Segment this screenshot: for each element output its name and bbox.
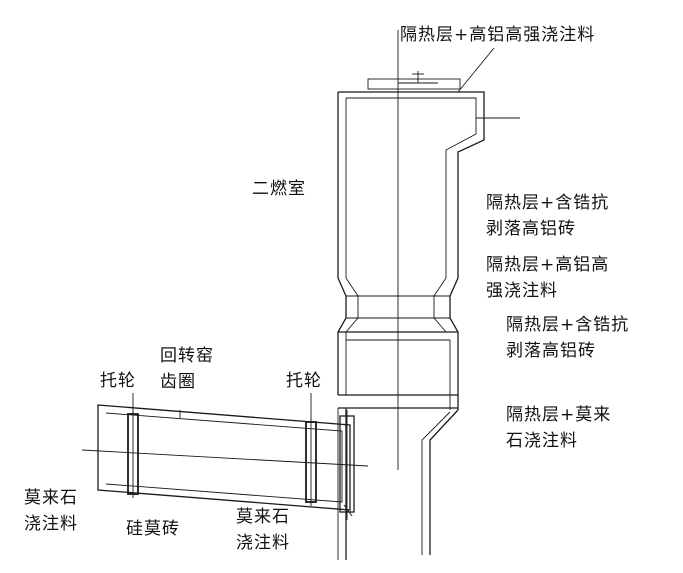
label-upper-lining-line2: 剥落高铝砖 (486, 219, 576, 239)
label-kiln-outlet-line2: 浇注料 (236, 533, 290, 553)
label-kiln-outlet-line1: 莫来石 (236, 507, 290, 527)
label-lower-lining-line2: 石浇注料 (506, 431, 578, 451)
label-kiln-body: 硅莫砖 (126, 519, 180, 539)
label-upper-lining-line1: 隔热层+含锆抗 (486, 193, 610, 213)
label-kiln-inlet-line2: 浇注料 (24, 514, 78, 534)
label-top-lining: 隔热层+高铝高强浇注料 (400, 25, 596, 45)
label-riding-ring-right: 托轮 (286, 371, 322, 391)
label-second-chamber: 二燃室 (252, 179, 306, 199)
label-mid-lining-line1: 隔热层+含锆抗 (506, 315, 630, 335)
label-kiln-gear-line2: 齿圈 (160, 372, 196, 392)
rotary-kiln (81, 393, 369, 520)
secondary-chamber-shell (337, 30, 520, 560)
label-lower-lining-line1: 隔热层+莫来 (506, 405, 612, 425)
label-kiln-inlet-line1: 莫来石 (24, 488, 78, 508)
label-kiln-gear-line1: 回转窑 (160, 346, 214, 366)
label-riding-ring-left: 托轮 (100, 371, 136, 391)
label-mid-lining-line2: 剥落高铝砖 (506, 341, 596, 361)
label-neck-lining-line1: 隔热层+高铝高 (486, 255, 610, 275)
label-neck-lining-line2: 强浇注料 (486, 281, 558, 301)
